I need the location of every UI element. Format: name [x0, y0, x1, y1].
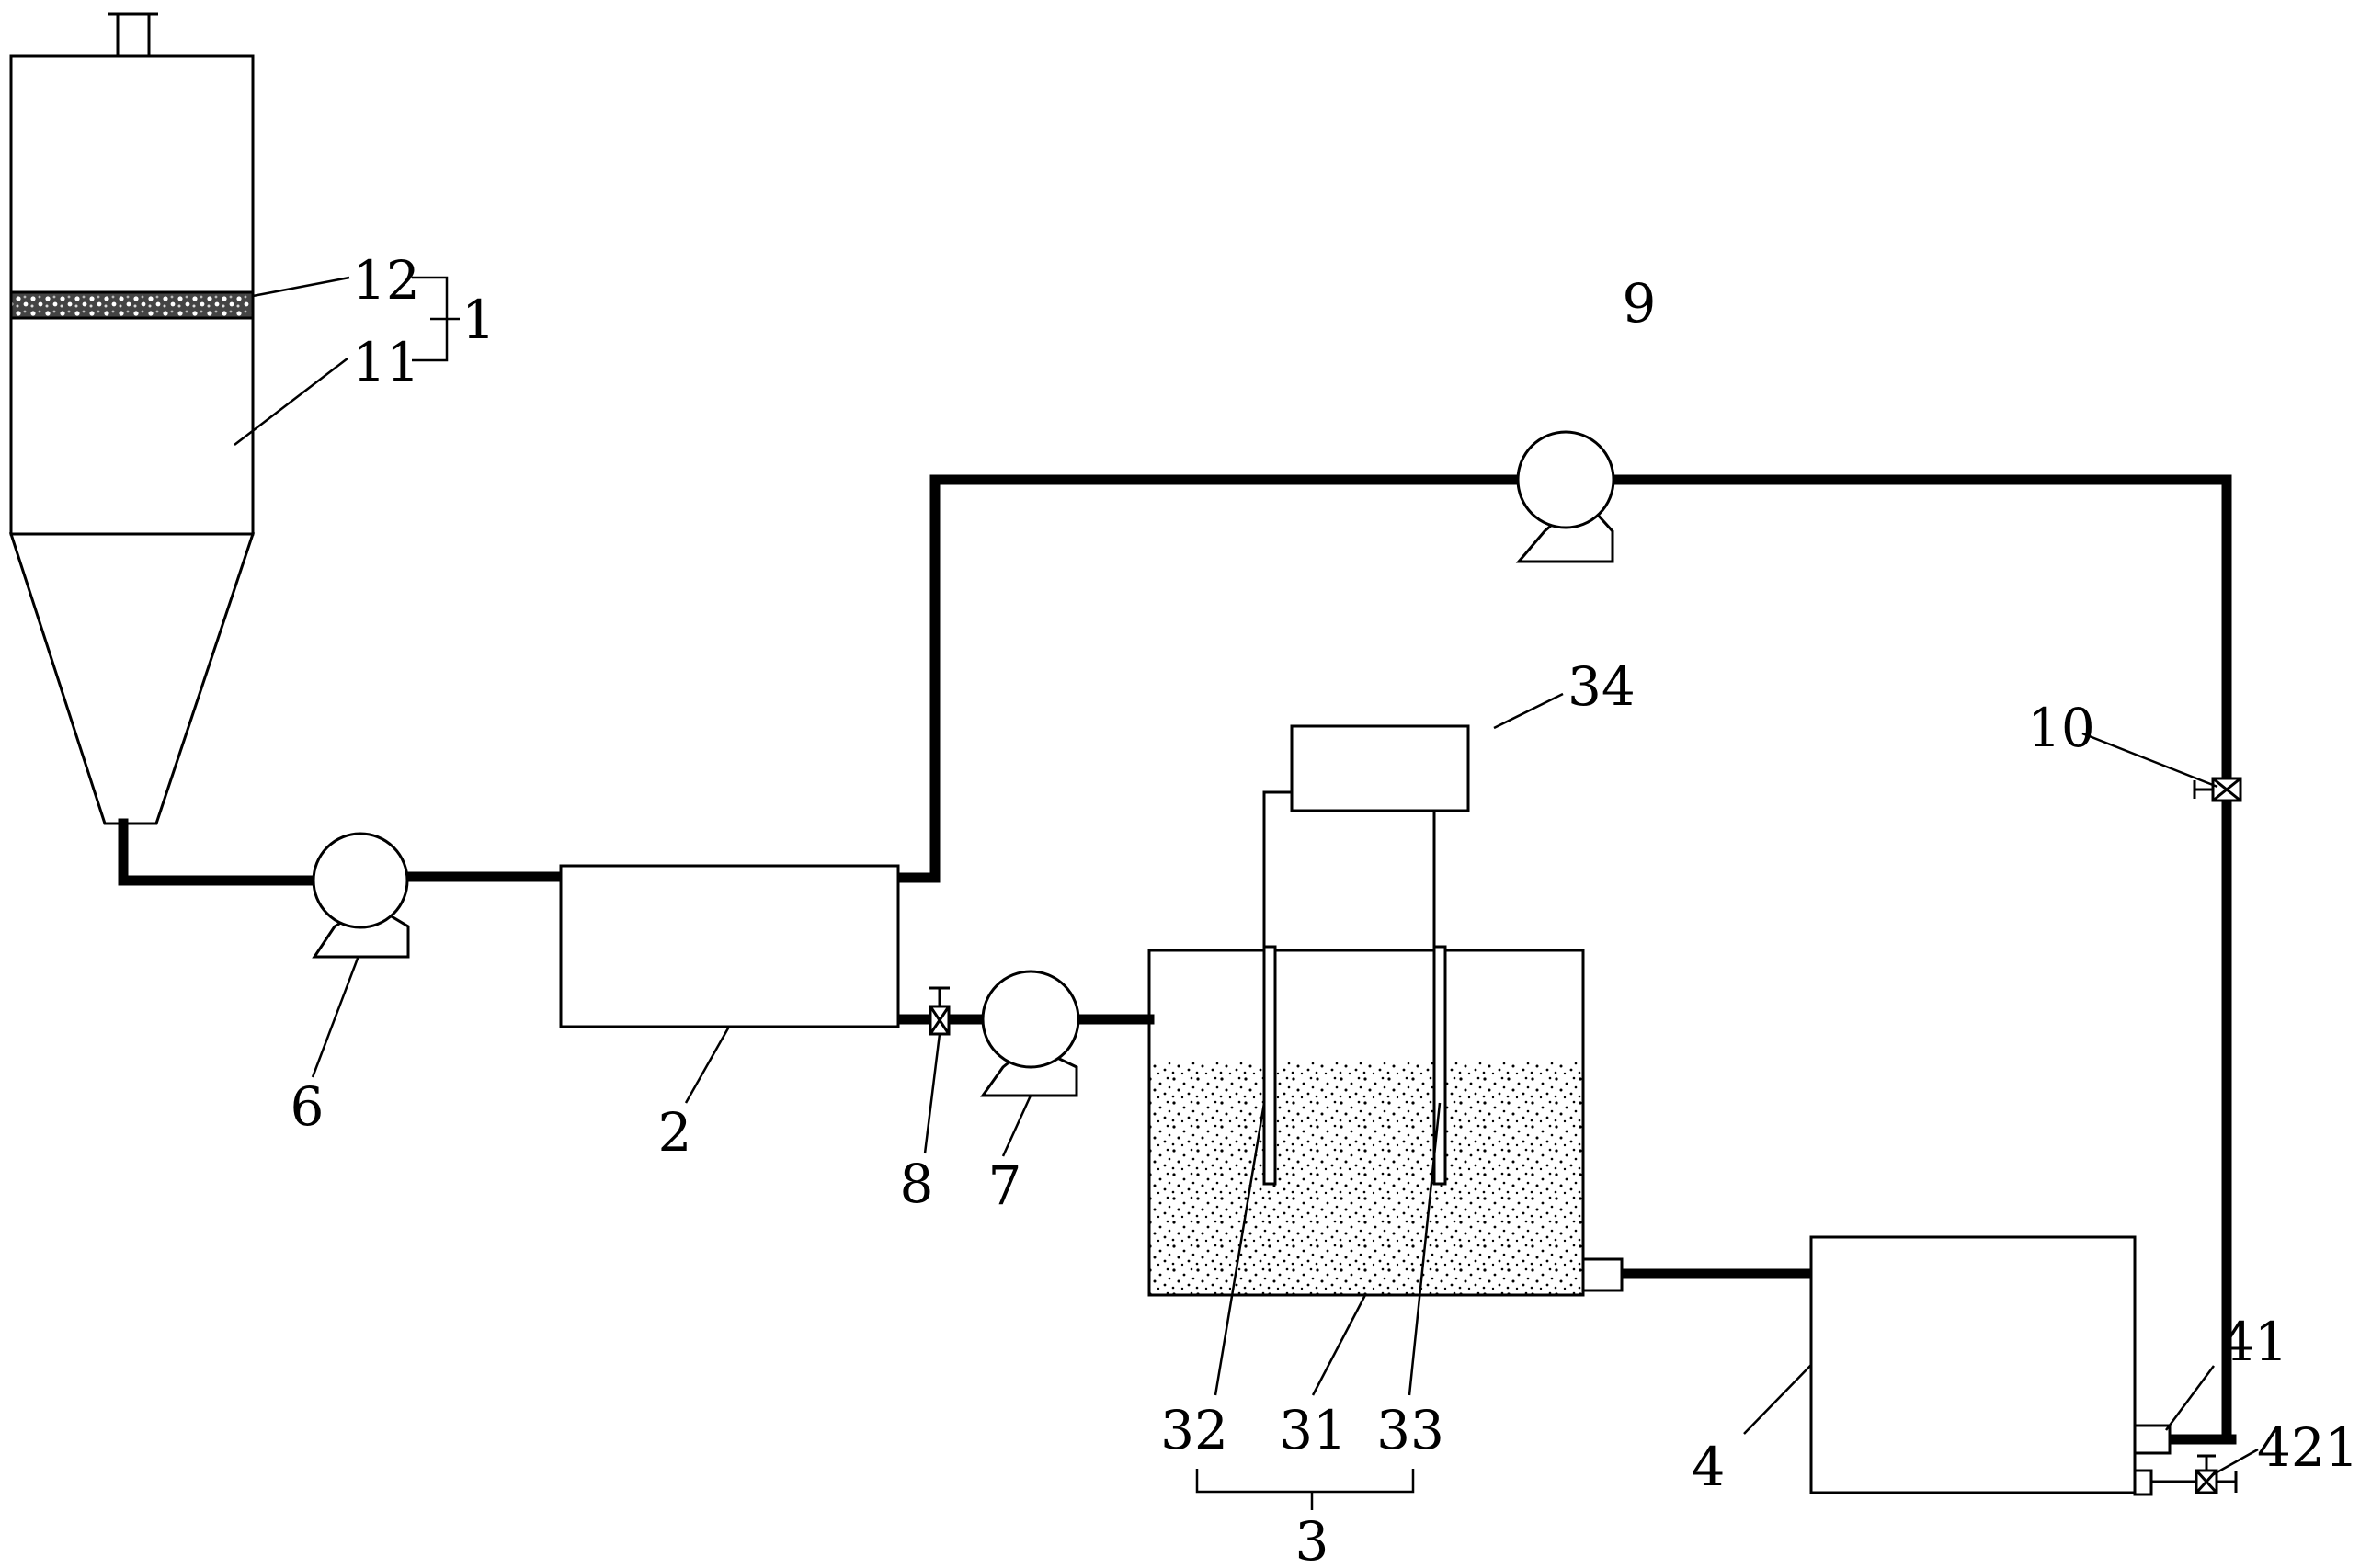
filter-layer-12 [9, 290, 255, 320]
label-4: 4 [1692, 1436, 1726, 1498]
tower-cone [8, 532, 256, 825]
label-33: 33 [1376, 1399, 1444, 1461]
label-1: 1 [462, 289, 496, 351]
tank-4 [1809, 1235, 2238, 1496]
leader-lines [234, 276, 2259, 1510]
label-11: 11 [352, 331, 420, 393]
reactor-31 [1147, 949, 1585, 1297]
controller-34 [1290, 724, 1470, 812]
label-421: 421 [2257, 1416, 2359, 1479]
label-10: 10 [2027, 697, 2095, 759]
pump-6 [312, 832, 410, 959]
tank-2 [559, 864, 900, 1028]
valve-10 [2193, 777, 2242, 802]
label-32: 32 [1160, 1399, 1228, 1461]
pump-7 [980, 970, 1080, 1097]
label-34: 34 [1568, 655, 1636, 718]
reference-labels: 12 1 11 9 34 10 6 2 8 7 32 31 33 3 4 41 … [291, 249, 2359, 1568]
label-7: 7 [988, 1154, 1022, 1217]
label-31: 31 [1279, 1399, 1347, 1461]
reactor-outlet [1581, 1257, 1624, 1292]
tower-top-vent [116, 12, 151, 58]
valve-8 [929, 986, 951, 1036]
label-9: 9 [1623, 272, 1657, 335]
electrode-wire-32 [1262, 790, 1292, 950]
label-6: 6 [291, 1075, 325, 1138]
label-3: 3 [1295, 1510, 1329, 1568]
pump-9 [1515, 430, 1615, 563]
label-8: 8 [900, 1153, 934, 1215]
label-2: 2 [658, 1101, 692, 1164]
reactor-3 [1147, 790, 1624, 1297]
label-12: 12 [352, 249, 420, 312]
port-41 [2133, 1424, 2172, 1455]
settling-tower [8, 12, 256, 825]
pipelines [118, 474, 2237, 1445]
label-41: 41 [2220, 1311, 2288, 1373]
electrode-32 [1262, 945, 1277, 1186]
